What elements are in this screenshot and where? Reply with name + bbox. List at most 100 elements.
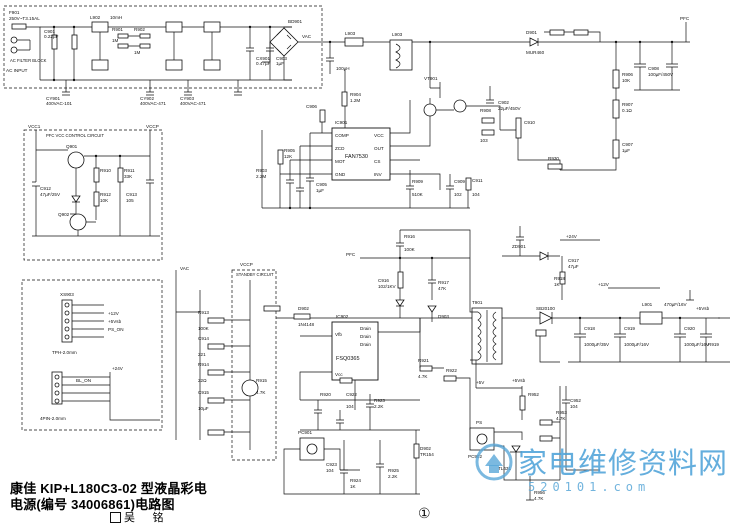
part-label: VAC — [180, 266, 190, 271]
part-value: 2.2K — [374, 404, 384, 409]
part-label: C920 — [684, 326, 695, 331]
part-value: 1µF — [622, 148, 630, 153]
diode-sb-label: SB20100 — [536, 306, 555, 311]
part-label: R924 — [350, 478, 361, 483]
pin-label: OUT — [374, 146, 384, 151]
part-value: 10K — [622, 78, 631, 83]
standby-circuit-block: STANDBY CIRCUIT VCCP R913 100K C914 221 … — [175, 262, 277, 461]
part-value: 2.2K — [388, 474, 398, 479]
watermark-logo-icon — [475, 443, 513, 481]
part-label: R904 — [350, 92, 361, 97]
connector-label: XS903 — [60, 292, 74, 297]
fuse-label: F901 — [9, 10, 20, 15]
connector-model-label: TPH-2.0mm — [52, 350, 77, 355]
part-value: 221 — [198, 352, 206, 357]
part-label: C901 — [44, 29, 55, 34]
part-label: R952 — [528, 392, 539, 397]
part-label: R916 — [404, 234, 415, 239]
part-label: C914 — [198, 336, 209, 341]
vout12-label: +12V — [598, 282, 610, 287]
ic-ref-label: IC901 — [335, 120, 348, 125]
vac-label: VAC — [302, 34, 312, 39]
tl431-label: TL431 — [498, 466, 511, 471]
pin-label: ZCD — [335, 146, 345, 151]
part-label: C911 — [472, 178, 483, 183]
part-value: 1M — [134, 50, 141, 55]
vccp-label: VCCP — [146, 124, 159, 129]
standby-ic: FSQ0365 IC902 Vfb Drain Drain Drain Vcc … — [263, 305, 421, 410]
part-label: C915 — [198, 390, 209, 395]
part-label: R909 — [412, 179, 423, 184]
part-value: 1.2M — [350, 98, 360, 103]
part-value: 2.2M — [256, 174, 266, 179]
part-label: C916 — [378, 278, 389, 283]
part-value: 4.7K — [418, 374, 428, 379]
part-value: 510K — [412, 192, 424, 197]
part-label: R930 — [548, 156, 559, 161]
vout24-label: +24V — [566, 234, 578, 239]
part-label: R913 — [198, 310, 209, 315]
part-label: R920 — [320, 392, 331, 397]
author-signature: 吴 铭 — [124, 511, 171, 524]
pin-label: GND — [335, 172, 346, 177]
part-label: R912 — [100, 192, 111, 197]
part-label: R914 — [198, 362, 209, 367]
part-label: R925 — [388, 468, 399, 473]
part-value: 100µF/450V — [648, 72, 674, 77]
part-label: R915 — [256, 378, 267, 383]
part-label: C922 — [346, 392, 357, 397]
pfc-support-parts: R904 1.2M C906 R905 12K R903 2.2M C905 1… — [256, 70, 563, 209]
part-label: C902 — [498, 100, 509, 105]
part-value: 47µF/25V — [40, 192, 61, 197]
part-value: 1000µF/16V — [684, 342, 710, 347]
part-value: 4.7K — [256, 390, 266, 395]
part-label: R905 — [284, 148, 295, 153]
part-value: 0.47µF — [256, 61, 271, 66]
q901-label: Q901 — [66, 144, 78, 149]
zener-label: ZD901 — [512, 244, 526, 249]
q902-label: Q902 — [58, 212, 70, 217]
part-label: R918 — [554, 276, 565, 281]
pfc-input-stage: L903 100µH L903 D901 MUR460 PFC C908 100… — [320, 16, 690, 98]
connector-block: XS903 +12V +5Vsb PS_ON TPH-2.0mm +24V BL… — [21, 279, 163, 431]
part-label: C905 — [316, 182, 327, 187]
part-label: C909 — [454, 179, 465, 184]
v5sb-label: +5Vsb — [696, 306, 710, 311]
standby-label: STANDBY CIRCUIT — [236, 272, 274, 277]
v5vb-label: +5Vsb — [108, 319, 122, 324]
part-value: 1K — [554, 282, 561, 287]
bridge-label: BD901 — [288, 19, 302, 24]
choke-label: L901 — [642, 302, 653, 307]
part-value: 1µF — [276, 61, 284, 66]
part-value: 47µF — [568, 264, 579, 269]
part-value: 104 — [326, 468, 334, 473]
junction-dots — [52, 25, 682, 320]
part-label: C908 — [648, 66, 659, 71]
part-label: L903 — [392, 32, 403, 37]
pfc-label: PFC — [680, 16, 690, 21]
part-value: 100K — [404, 247, 416, 252]
part-label: L902 — [90, 15, 101, 20]
watermark: 家电维修资料网 520101.com — [470, 440, 730, 522]
fuse-rating-label: 250V~T3.15AL — [9, 16, 40, 21]
part-label: +5Vsb — [512, 378, 526, 383]
part-label: C952 — [570, 398, 581, 403]
pfc-controller-ic: FAN7530 IC901 COMP ZCD MOT GND VCC OUT C… — [280, 98, 441, 190]
part-value: 1N4148 — [298, 322, 315, 327]
pin-label: COMP — [335, 133, 349, 138]
page-number: ① — [418, 505, 431, 521]
part-value: 0.22µF — [44, 34, 59, 39]
part-label: R919 — [708, 342, 719, 347]
part-value: 400VAC-471 — [140, 101, 166, 106]
part-label: D902 — [298, 306, 309, 311]
feedback-opto: R920 C922 104 R923 2.2K R921 4.7K R922 P… — [283, 290, 730, 501]
vcc1-label: VCC1 — [28, 124, 41, 129]
part-value: 10mH — [110, 15, 122, 20]
ac-input-label: AC INPUT — [6, 68, 28, 73]
transformer-label: T901 — [472, 300, 483, 305]
part-value: MUR460 — [526, 50, 545, 55]
pin-label: Drain — [360, 334, 371, 339]
pin-label: Vfb — [335, 332, 342, 337]
part-value: 100K — [198, 326, 210, 331]
pin-label: Drain — [360, 326, 371, 331]
